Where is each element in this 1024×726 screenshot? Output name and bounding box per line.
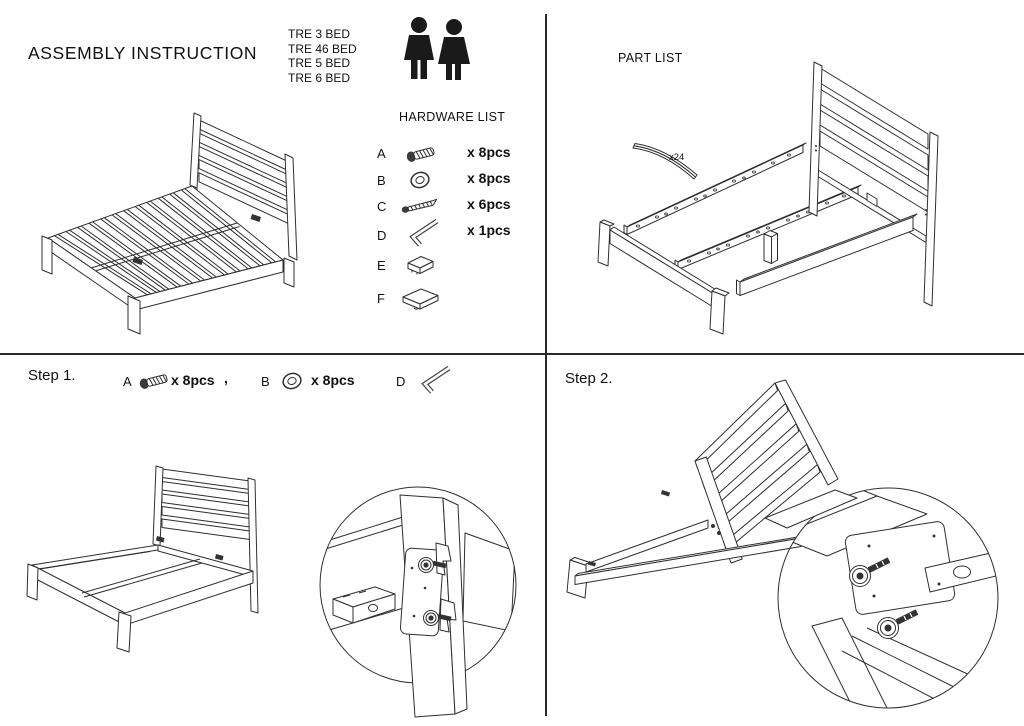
model-name: TRE 3 BED <box>288 27 351 41</box>
model-name: TRE 6 BED <box>288 70 351 85</box>
model-name: TRE 46 BED <box>288 41 357 56</box>
step2-panel: Step 2. <box>545 353 1024 726</box>
step2-detail-circle <box>764 487 999 709</box>
hardware-item-letter: A <box>377 146 386 161</box>
hardware-item-qty: x 6pcs <box>467 196 511 212</box>
part-list-panel: PART LIST x24 <box>545 0 1024 353</box>
step1-panel: Step 1. A x 8pcs , B x 8pcs D <box>0 353 545 726</box>
hardware-item-qty: x 1pcs <box>467 222 511 238</box>
two-person-icon <box>404 17 470 80</box>
step1-hardware-letter: A <box>123 374 132 389</box>
step1-label: Step 1. <box>28 367 76 384</box>
model-name: TRE 5 BED <box>288 56 351 70</box>
hardware-item-letter: F <box>377 291 385 306</box>
bracket-plate-icon <box>402 288 439 310</box>
hardware-item-qty: x 8pcs <box>467 170 511 186</box>
step2-label: Step 2. <box>565 370 613 387</box>
step1-hardware-letter: D <box>396 374 406 389</box>
part-list-title: PART LIST <box>618 51 683 65</box>
hardware-item-letter: E <box>377 258 386 273</box>
slat-holder-block-icon <box>407 256 434 275</box>
assembled-bed-drawing <box>41 112 298 335</box>
bolt-icon <box>406 147 435 162</box>
bolt-icon <box>139 374 168 389</box>
vertical-divider <box>545 14 547 716</box>
washer-icon <box>282 372 302 390</box>
hardware-item-qty: x 8pcs <box>467 144 511 160</box>
horizontal-divider <box>0 353 1024 355</box>
step1-frame-drawing <box>26 465 259 653</box>
allen-key-icon <box>409 218 439 247</box>
cover-panel: ASSEMBLY INSTRUCTION TRE 3 BED TRE 46 BE… <box>0 0 545 353</box>
step1-hardware-qty: x 8pcs <box>311 372 355 388</box>
hardware-item-letter: C <box>377 199 387 214</box>
hardware-item-letter: D <box>377 228 387 243</box>
allen-key-icon <box>421 365 451 394</box>
separator-comma: , <box>224 370 228 386</box>
step2-assembly-drawing <box>566 379 839 599</box>
hardware-item-letter: B <box>377 173 386 188</box>
slat-qty-label: x24 <box>669 152 684 163</box>
part-list-drawing: x24 <box>597 61 939 335</box>
wood-screw-icon <box>401 198 438 213</box>
step1-hardware-letter: B <box>261 374 270 389</box>
page-title: ASSEMBLY INSTRUCTION <box>28 43 258 63</box>
washer-icon <box>410 171 430 189</box>
model-list: TRE 3 BED TRE 46 BED TRE 5 BED TRE 6 BED <box>288 27 357 85</box>
step1-hardware-qty: x 8pcs <box>171 372 215 388</box>
hardware-list-title: HARDWARE LIST <box>399 110 506 124</box>
step1-detail-circle <box>319 486 517 718</box>
